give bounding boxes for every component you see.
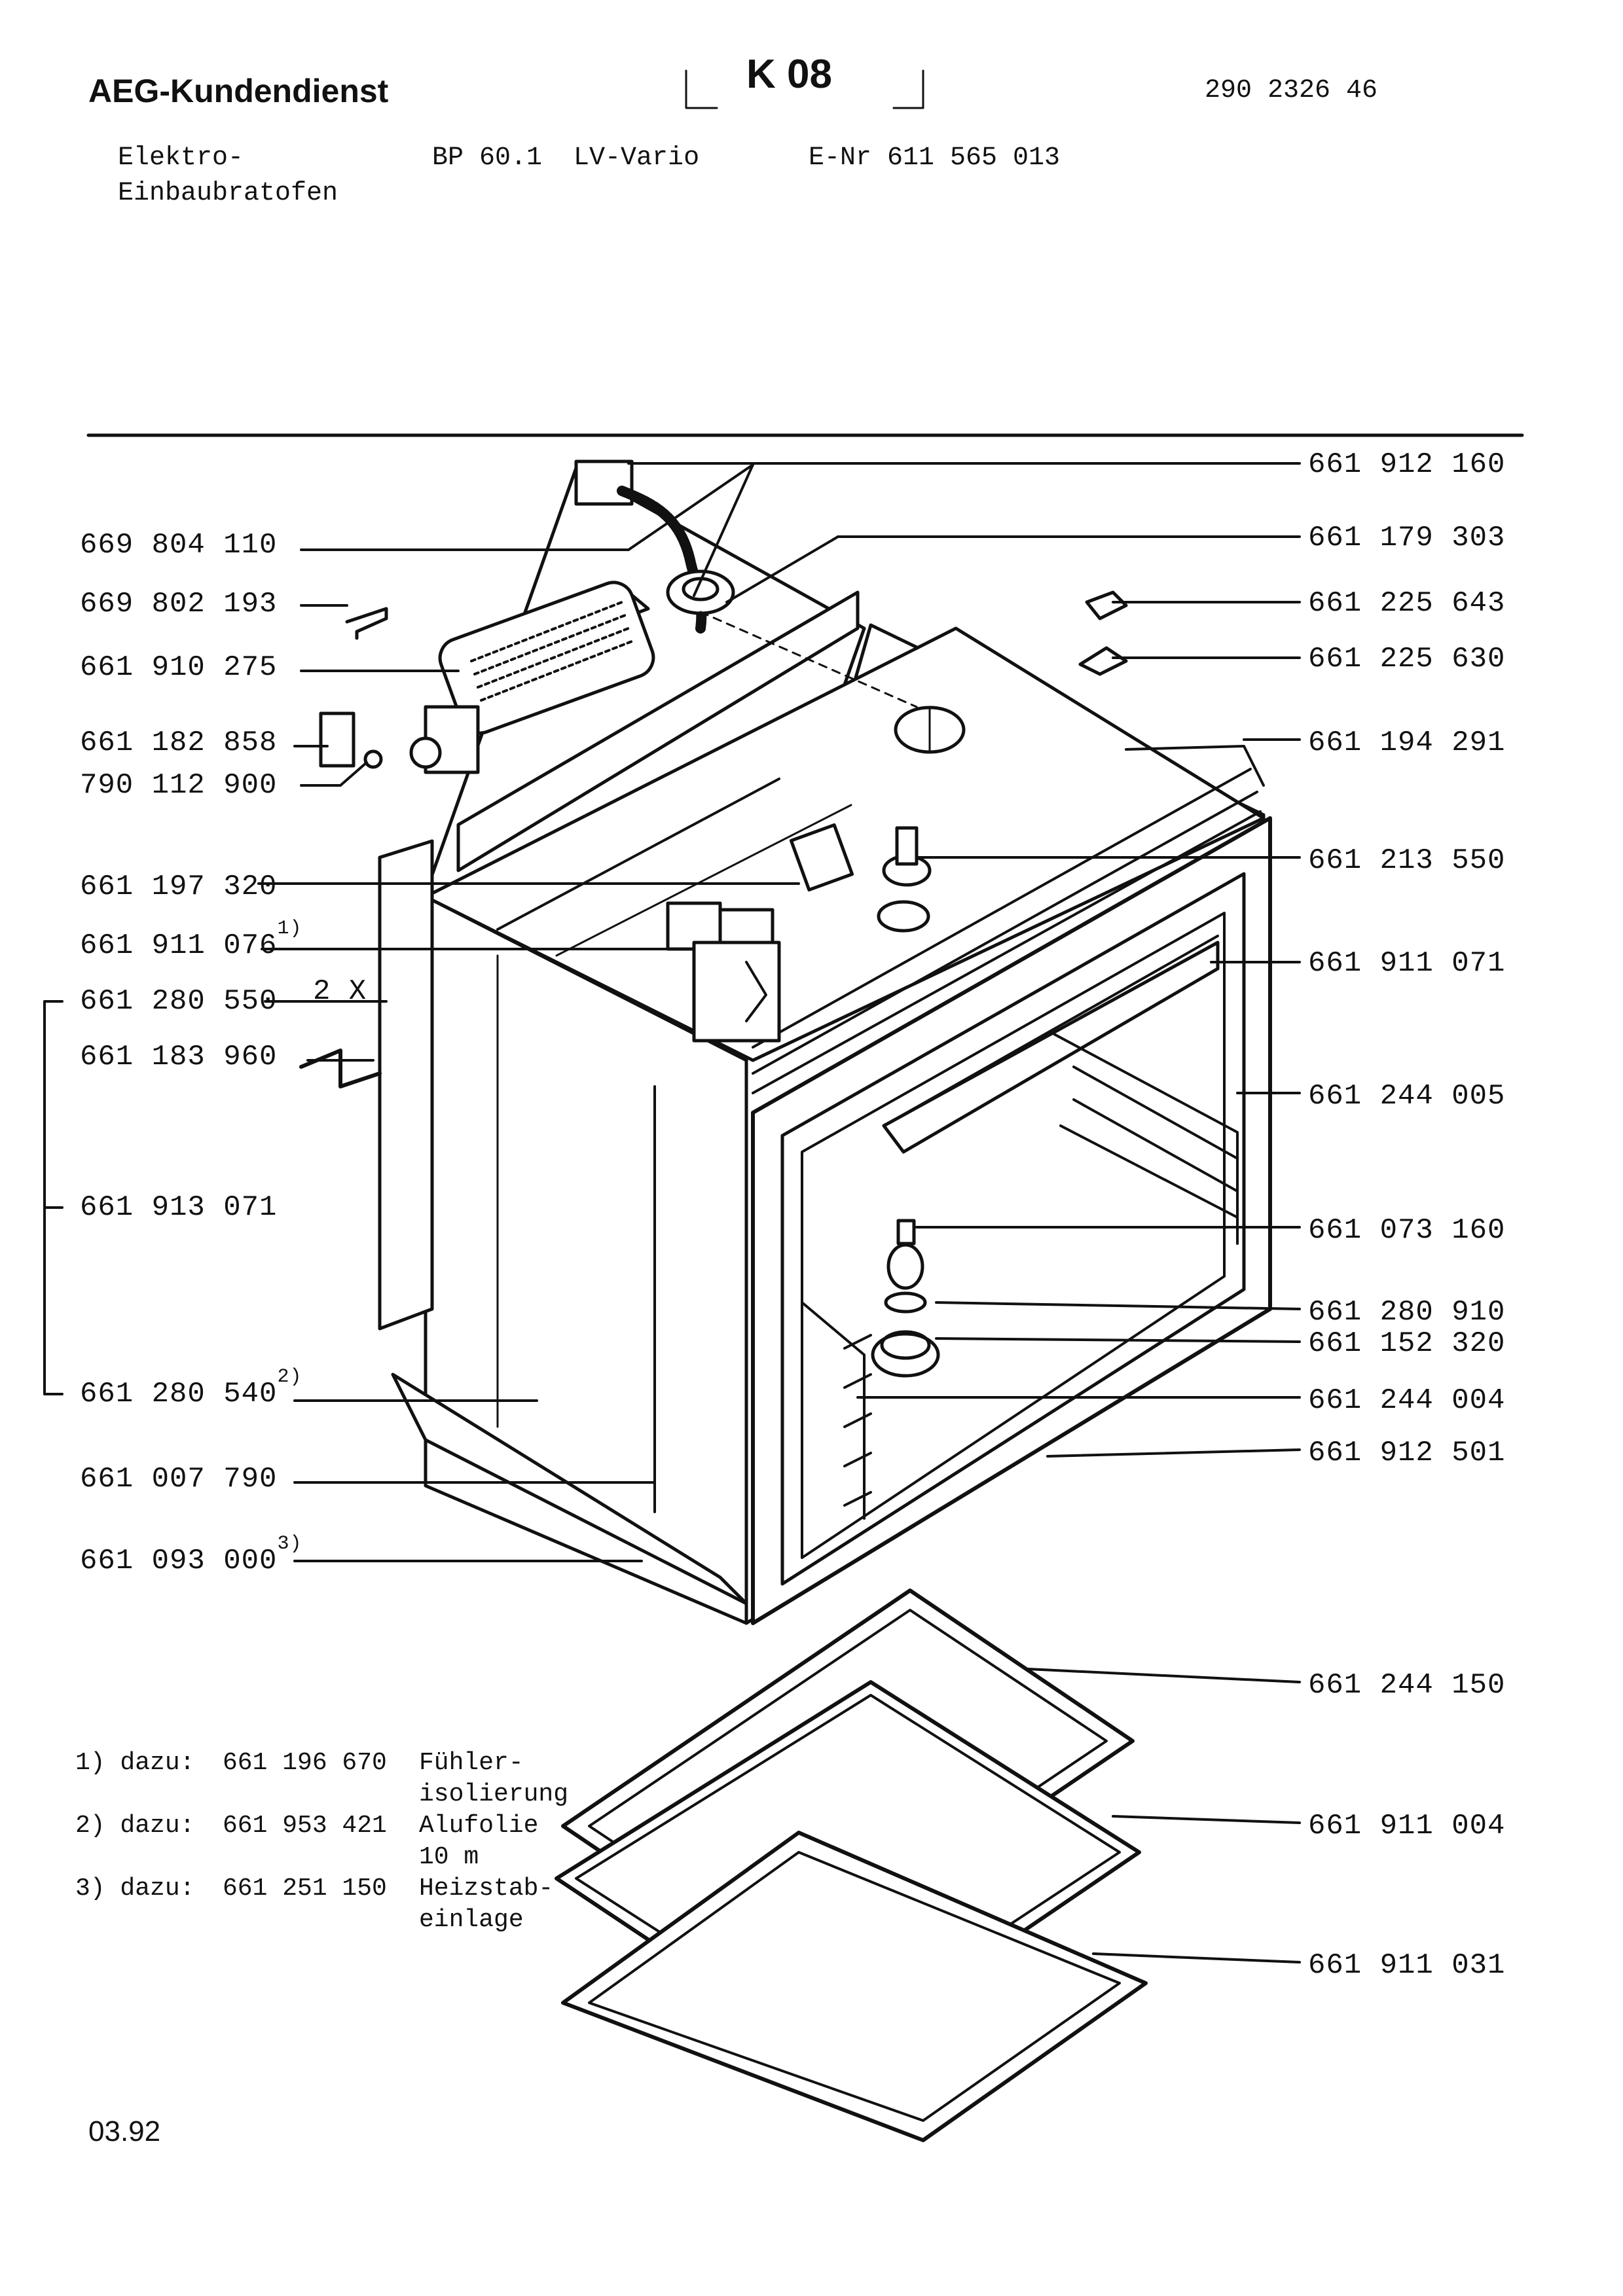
product-type-line1: Elektro- bbox=[118, 143, 244, 173]
footnote-3-desc: Heizstab- bbox=[419, 1874, 554, 1903]
footnote-1-desc: Fühler- bbox=[419, 1749, 524, 1777]
part-label-left: 661 197 320 bbox=[80, 870, 278, 903]
part-label-right: 661 073 160 bbox=[1308, 1214, 1506, 1247]
oven-lamp bbox=[871, 1219, 940, 1378]
switch-assembly bbox=[666, 823, 854, 1043]
part-label-right: 661 912 160 bbox=[1308, 448, 1506, 481]
e-number: E-Nr 611 565 013 bbox=[809, 143, 1061, 173]
part-label-left: 790 112 900 bbox=[80, 769, 278, 802]
part-label-right: 661 911 031 bbox=[1308, 1949, 1506, 1982]
leader-lines-right bbox=[627, 462, 1301, 1964]
part-label-left: 661 280 550 bbox=[80, 985, 278, 1018]
footnote-2-desc-cont: 10 m bbox=[419, 1843, 479, 1871]
part-label-left: 661 093 0003) bbox=[80, 1533, 302, 1577]
footnote-3-marker: 3) dazu: bbox=[75, 1874, 195, 1903]
drip-pan bbox=[561, 1831, 1148, 2142]
part-label-right: 661 194 291 bbox=[1308, 726, 1506, 759]
part-label-left: 669 804 110 bbox=[80, 529, 278, 562]
footnote-2-part: 661 953 421 bbox=[223, 1812, 387, 1840]
part-label-right: 661 244 150 bbox=[1308, 1669, 1506, 1702]
part-label-left: 661 280 5402) bbox=[80, 1366, 302, 1410]
part-label-left: 661 910 275 bbox=[80, 651, 278, 684]
sheet-code: K 08 bbox=[746, 52, 832, 97]
part-label-right: 661 225 630 bbox=[1308, 643, 1506, 675]
model-name: BP 60.1 LV-Vario bbox=[432, 143, 700, 173]
footnote-2-marker: 2) dazu: bbox=[75, 1812, 195, 1840]
footnote-3-desc-cont: einlage bbox=[419, 1906, 524, 1934]
footnote-2-desc: Alufolie bbox=[419, 1812, 539, 1840]
top-cable-assembly bbox=[574, 459, 918, 708]
brand-title: AEG-Kundendienst bbox=[88, 73, 389, 109]
part-label-right: 661 280 910 bbox=[1308, 1296, 1506, 1329]
part-label-left: 661 182 858 bbox=[80, 726, 278, 759]
fan-motor bbox=[409, 581, 655, 774]
footnote-3-part: 661 251 150 bbox=[223, 1874, 387, 1903]
footnote-marker: 2) bbox=[277, 1366, 302, 1388]
leader-lines-left bbox=[43, 463, 800, 1562]
part-label-right: 661 911 071 bbox=[1308, 947, 1506, 980]
footnote-marker: 3) bbox=[277, 1533, 302, 1555]
part-number: 661 911 076 bbox=[80, 929, 278, 962]
footnote-1-desc-cont: isolierung bbox=[419, 1780, 569, 1808]
part-label-right: 661 152 320 bbox=[1308, 1327, 1506, 1360]
part-label-right: 661 244 004 bbox=[1308, 1384, 1506, 1417]
product-type-line2: Einbaubratofen bbox=[118, 179, 338, 208]
revision-date: 03.92 bbox=[88, 2115, 161, 2147]
part-label-left: 661 183 960 bbox=[80, 1041, 278, 1073]
footnote-marker: 1) bbox=[277, 918, 302, 940]
footnote-1-part: 661 196 670 bbox=[223, 1749, 387, 1777]
part-label-right: 661 179 303 bbox=[1308, 522, 1506, 554]
part-label-left: 661 913 071 bbox=[80, 1191, 278, 1224]
part-number: 661 280 540 bbox=[80, 1378, 278, 1410]
quantity-note: 2 X bbox=[313, 975, 367, 1008]
part-label-right: 661 225 643 bbox=[1308, 587, 1506, 620]
part-label-right: 661 911 004 bbox=[1308, 1810, 1506, 1842]
part-label-right: 661 912 501 bbox=[1308, 1437, 1506, 1469]
part-label-left: 661 007 790 bbox=[80, 1463, 278, 1496]
part-number: 661 093 000 bbox=[80, 1545, 278, 1577]
part-label-left: 669 802 193 bbox=[80, 588, 278, 620]
footnote-1-marker: 1) dazu: bbox=[75, 1749, 195, 1777]
part-label-left: 661 911 0761) bbox=[80, 918, 302, 962]
part-label-right: 661 244 005 bbox=[1308, 1080, 1506, 1113]
part-label-right: 661 213 550 bbox=[1308, 844, 1506, 877]
document-number: 290 2326 46 bbox=[1205, 76, 1378, 105]
